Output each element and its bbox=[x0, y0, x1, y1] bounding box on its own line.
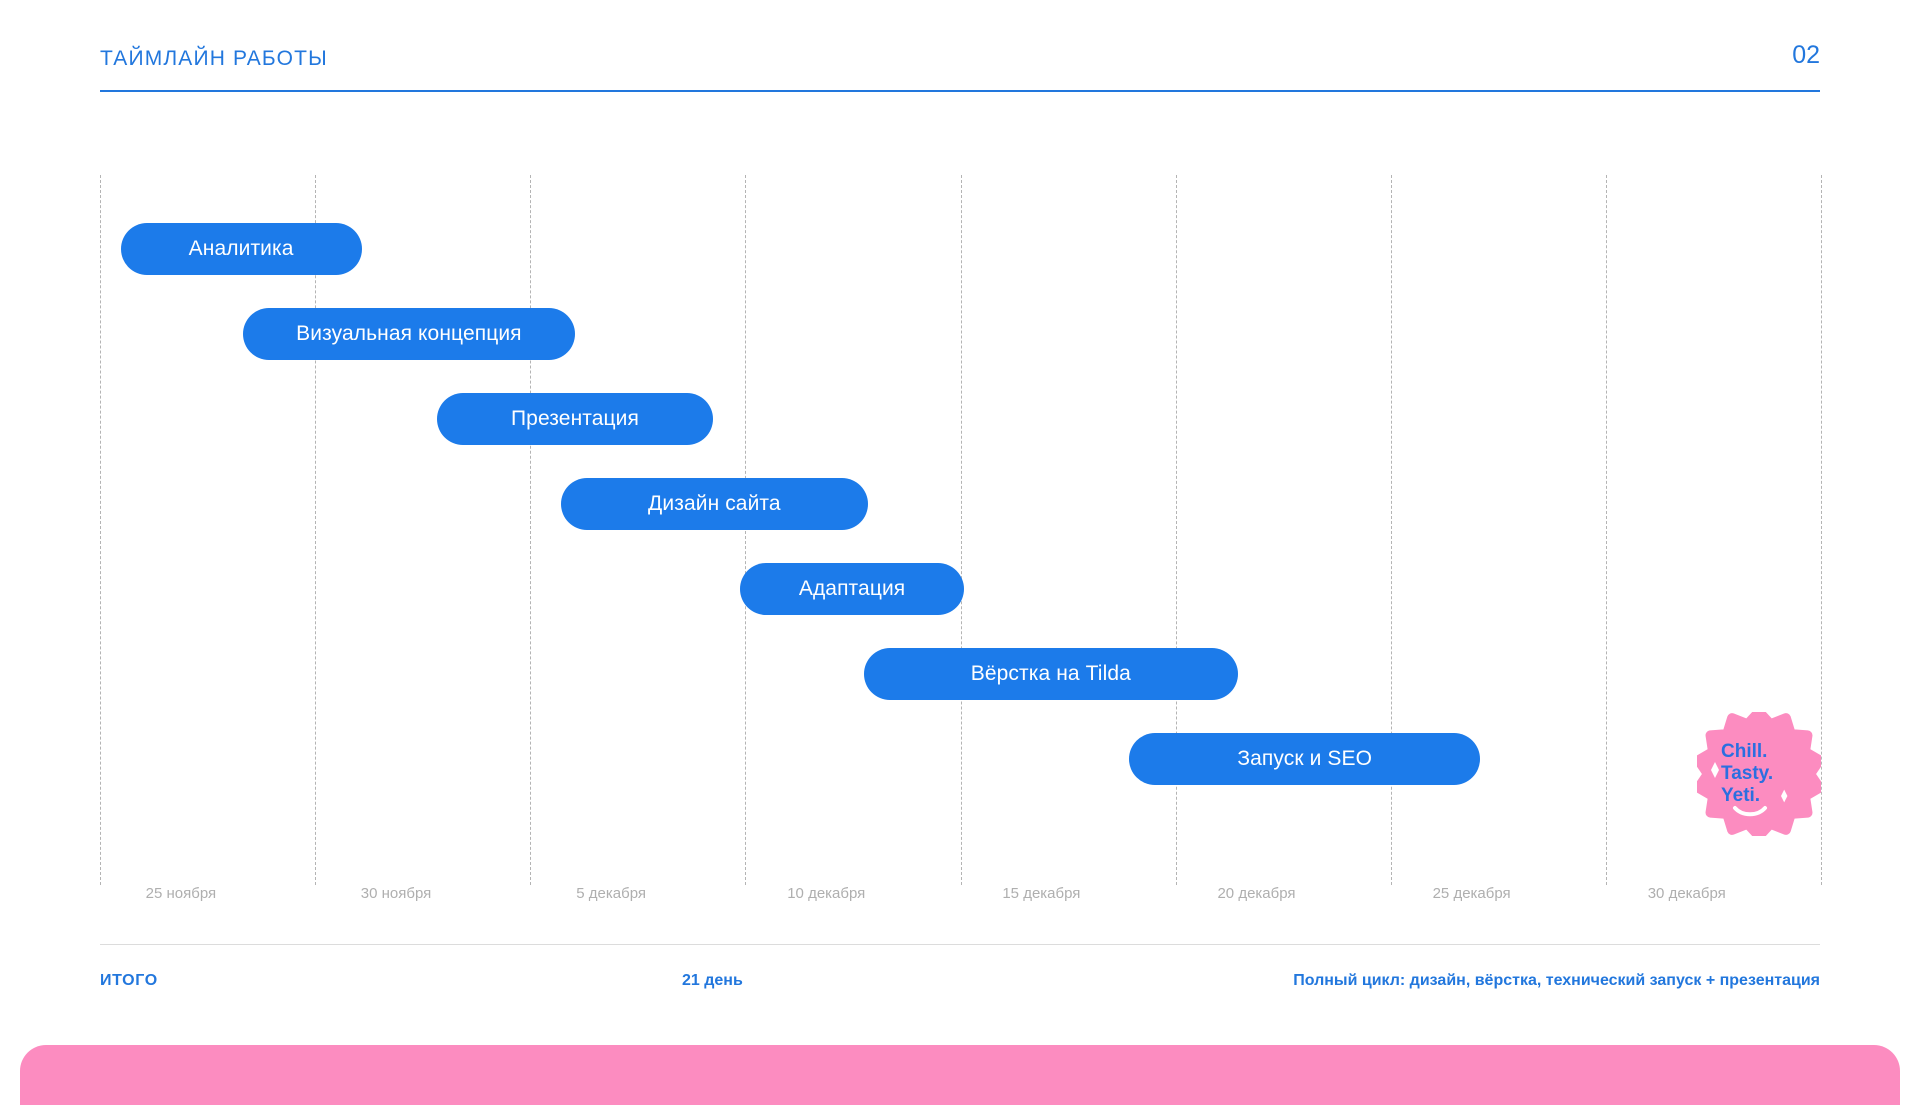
gantt-bar[interactable]: Аналитика bbox=[120, 223, 362, 275]
axis-tick-label: 30 декабря bbox=[1647, 885, 1726, 902]
badge-text-line: Tasty. bbox=[1721, 763, 1773, 784]
axis-tick-label: 25 ноября bbox=[145, 885, 217, 902]
gantt-bar[interactable]: Визуальная концепция bbox=[242, 308, 575, 360]
footer-total-value: 21 день bbox=[682, 972, 743, 989]
smile-icon bbox=[1733, 806, 1767, 817]
footer-divider bbox=[100, 944, 1820, 945]
axis-tick-label: 5 декабря bbox=[576, 885, 646, 902]
slide-footer: ИТОГО 21 день Полный цикл: дизайн, вёрст… bbox=[100, 972, 1820, 1000]
timeline-axis: 25 ноября 30 ноября 5 декабря 10 декабря 15 … bbox=[100, 885, 1821, 913]
gear-burst-icon bbox=[1697, 712, 1821, 836]
slide-header: ТАЙМЛАЙН РАБОТЫ 02 bbox=[100, 40, 1820, 92]
footer-total-label: ИТОГО bbox=[100, 972, 158, 989]
axis-tick-label: 20 декабря bbox=[1217, 885, 1296, 902]
badge-text-line: Yeti. bbox=[1721, 785, 1760, 806]
axis-tick-label: 30 ноября bbox=[360, 885, 432, 902]
gantt-bar[interactable]: Презентация bbox=[437, 393, 713, 445]
gantt-bar[interactable]: Запуск и SEO bbox=[1129, 733, 1481, 785]
sparkle-icon bbox=[1711, 762, 1719, 778]
footer-summary-text: Полный цикл: дизайн, вёрстка, технически… bbox=[1293, 972, 1820, 989]
gridline-8 bbox=[1821, 175, 1822, 885]
page-number: 02 bbox=[1792, 41, 1820, 69]
gantt-bar[interactable]: Адаптация bbox=[740, 563, 964, 615]
chill-tasty-yeti-badge: Chill. Tasty. Yeti. bbox=[1697, 712, 1821, 836]
bottom-accent-bar bbox=[20, 1045, 1900, 1105]
badge-text-line: Chill. bbox=[1721, 741, 1767, 762]
page-title: ТАЙМЛАЙН РАБОТЫ bbox=[100, 47, 328, 70]
axis-tick-label: 25 декабря bbox=[1432, 885, 1511, 902]
gantt-bar[interactable]: Вёрстка на Tilda bbox=[864, 648, 1238, 700]
gantt-bar[interactable]: Дизайн сайта bbox=[561, 478, 868, 530]
axis-tick-label: 10 декабря bbox=[787, 885, 866, 902]
axis-tick-label: 15 декабря bbox=[1002, 885, 1081, 902]
